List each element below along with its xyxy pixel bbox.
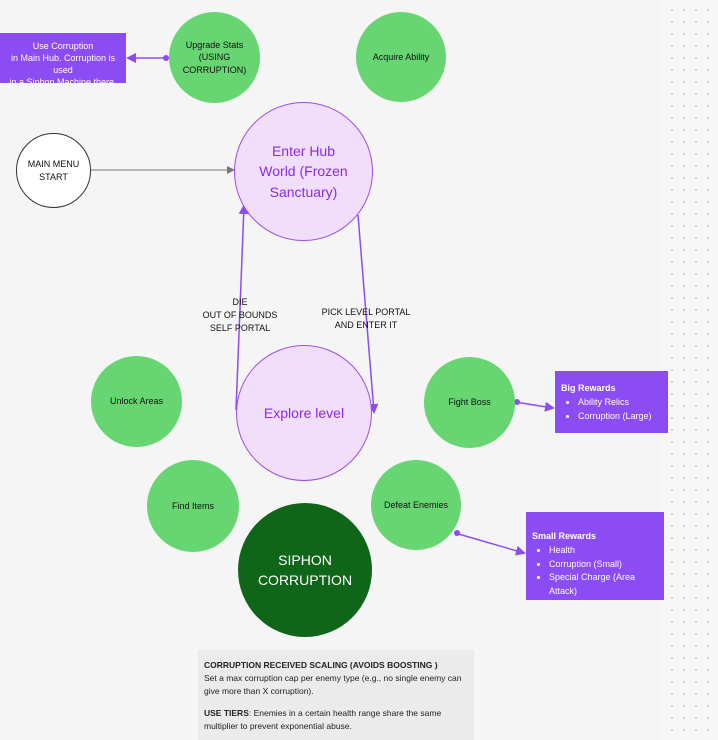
edge-hub-to-explore: [357, 214, 379, 414]
node-unlock-areas[interactable]: Unlock Areas: [91, 356, 182, 447]
note-tiers: USE TIERS: Enemies in a certain health r…: [204, 707, 468, 733]
big-rewards-item: Corruption (Large): [578, 410, 662, 424]
small-rewards-item: Corruption (Small): [549, 558, 658, 572]
small-rewards-item: Special Charge (Area Attack): [549, 571, 658, 598]
node-fight-boss[interactable]: Fight Boss: [424, 357, 515, 448]
scaling-note: CORRUPTION RECEIVED SCALING (AVOIDS BOOS…: [198, 650, 474, 740]
edge-enemies-to-small-rewards: [454, 532, 526, 556]
edge-explore-to-hub: [235, 204, 249, 411]
node-acquire-ability[interactable]: Acquire Ability: [356, 12, 446, 102]
edge-upgrade-dot: [163, 55, 169, 61]
small-rewards-title: Small Rewards: [532, 531, 597, 541]
node-hub-world[interactable]: Enter Hub World (Frozen Sanctuary): [234, 102, 373, 241]
node-main-menu[interactable]: MAIN MENU START: [16, 133, 91, 208]
node-find-items[interactable]: Find Items: [147, 460, 239, 552]
note-spacer: [204, 697, 468, 707]
edge-label-pick-level: PICK LEVEL PORTAL AND ENTER IT: [321, 307, 411, 331]
note-heading-tiers: USE TIERS: [204, 708, 249, 719]
node-explore-level[interactable]: Explore level: [236, 345, 372, 481]
edge-enemies-dot: [454, 530, 460, 536]
box-small-rewards[interactable]: Small Rewards Health Corruption (Small) …: [526, 512, 664, 600]
edge-boss-to-big-rewards: [514, 401, 555, 412]
box-big-rewards[interactable]: Big Rewards Ability Relics Corruption (L…: [555, 371, 668, 433]
big-rewards-list: Ability Relics Corruption (Large): [561, 396, 662, 423]
node-siphon-corruption[interactable]: SIPHON CORRUPTION: [238, 503, 372, 637]
big-rewards-title: Big Rewards: [561, 383, 616, 393]
edge-boss-dot: [514, 399, 520, 405]
node-defeat-enemies[interactable]: Defeat Enemies: [371, 460, 461, 550]
note-text-scaling: Set a max corruption cap per enemy type …: [204, 672, 462, 696]
note-heading-scaling: CORRUPTION RECEIVED SCALING (AVOIDS BOOS…: [204, 660, 438, 670]
note-text-tiers: : Enemies in a certain health range shar…: [204, 708, 442, 731]
canvas-grid-strip: [662, 0, 718, 740]
edge-label-return-to-hub: DIE OUT OF BOUNDS SELF PORTAL: [202, 297, 278, 334]
node-upgrade-stats[interactable]: Upgrade Stats (USING CORRUPTION): [169, 12, 260, 103]
small-rewards-list: Health Corruption (Small) Special Charge…: [532, 544, 658, 598]
box-use-corruption[interactable]: Use Corruption in Main Hub. Corruption i…: [0, 33, 126, 87]
small-rewards-item: Health: [549, 544, 658, 558]
big-rewards-item: Ability Relics: [578, 396, 662, 410]
